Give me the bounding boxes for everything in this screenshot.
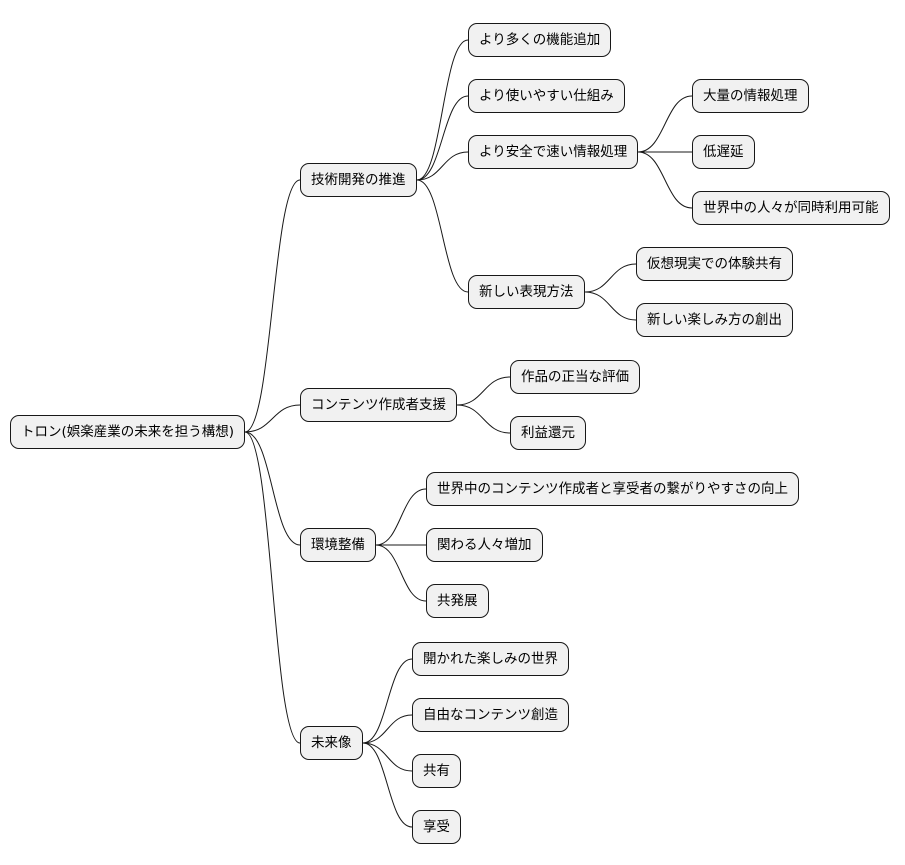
node-future-vision: 未来像 bbox=[300, 726, 363, 760]
connector-line bbox=[416, 95, 469, 181]
node-low-latency: 低遅延 bbox=[692, 135, 755, 169]
node-free-content: 自由なコンテンツ創造 bbox=[412, 698, 569, 732]
connector-line bbox=[637, 95, 693, 153]
node-safer-faster-processing: より安全で速い情報処理 bbox=[468, 135, 639, 169]
connector-line bbox=[362, 714, 413, 744]
connector-line bbox=[456, 404, 511, 434]
connector-line bbox=[584, 263, 637, 293]
node-new-fun: 新しい楽しみ方の創出 bbox=[636, 303, 793, 337]
node-profit-return: 利益還元 bbox=[510, 416, 586, 450]
connector-line bbox=[244, 404, 301, 433]
node-co-development: 共発展 bbox=[426, 584, 489, 618]
connector-line bbox=[416, 39, 469, 181]
node-global-connection: 世界中のコンテンツ作成者と享受者の繋がりやすさの向上 bbox=[426, 472, 799, 506]
node-mass-processing: 大量の情報処理 bbox=[692, 79, 809, 113]
connector-line bbox=[456, 376, 511, 406]
connector-line bbox=[375, 544, 427, 602]
node-easier-system: より使いやすい仕組み bbox=[468, 79, 625, 113]
node-enjoyment: 享受 bbox=[412, 810, 461, 844]
connector-line bbox=[637, 151, 693, 209]
connector-line bbox=[362, 742, 413, 772]
connector-line bbox=[375, 488, 427, 546]
node-open-world: 開かれた楽しみの世界 bbox=[412, 642, 569, 676]
connector-line bbox=[416, 179, 469, 293]
node-fair-evaluation: 作品の正当な評価 bbox=[510, 360, 640, 394]
node-new-expression: 新しい表現方法 bbox=[468, 275, 585, 309]
node-sharing: 共有 bbox=[412, 754, 461, 788]
node-more-features: より多くの機能追加 bbox=[468, 23, 612, 57]
connector-line bbox=[244, 179, 301, 433]
connector-line bbox=[362, 658, 413, 744]
node-global-simultaneous-use: 世界中の人々が同時利用可能 bbox=[692, 191, 890, 225]
root-node: トロン(娯楽産業の未来を担う構想) bbox=[10, 415, 246, 449]
connector-line bbox=[244, 431, 301, 546]
node-creator-support: コンテンツ作成者支援 bbox=[300, 388, 457, 422]
connector-line bbox=[416, 151, 469, 181]
node-more-people: 関わる人々増加 bbox=[426, 528, 543, 562]
connector-line bbox=[244, 431, 301, 744]
connector-line bbox=[584, 291, 637, 321]
node-tech-development: 技術開発の推進 bbox=[300, 163, 417, 197]
node-environment: 環境整備 bbox=[300, 528, 376, 562]
connector-line bbox=[362, 742, 413, 828]
node-vr-sharing: 仮想現実での体験共有 bbox=[636, 247, 793, 281]
